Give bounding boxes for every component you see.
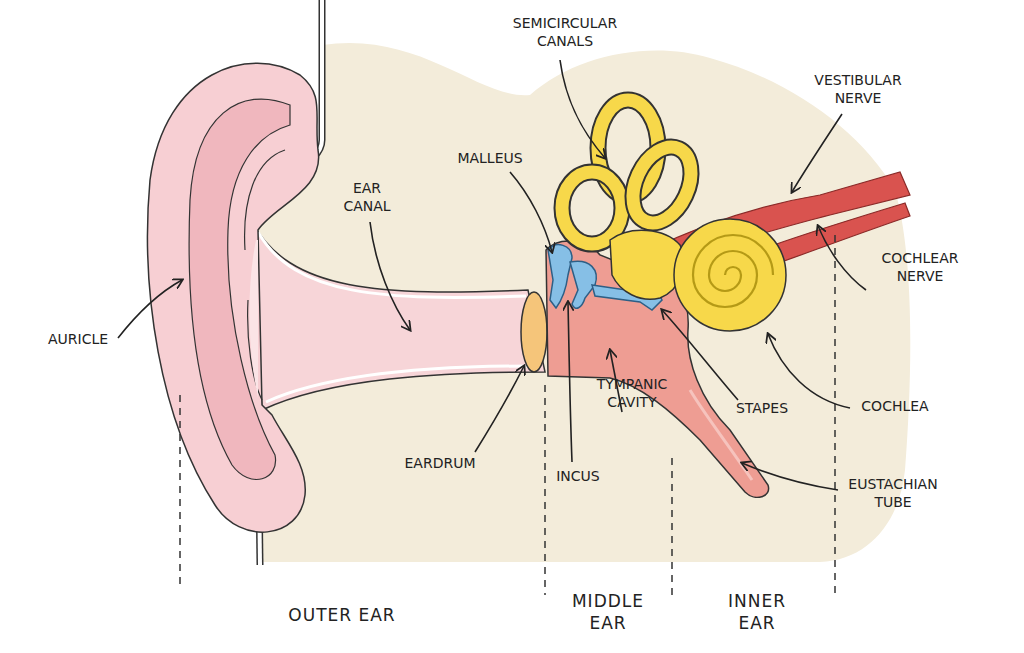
- cochlea-spiral: [693, 235, 773, 307]
- part-label: VESTIBULAR NERVE: [804, 72, 912, 107]
- part-label: MALLEUS: [457, 150, 522, 168]
- region-label: INNER EAR: [722, 590, 792, 634]
- part-label: COCHLEAR NERVE: [870, 250, 970, 285]
- auricle-concha: [249, 240, 258, 398]
- eardrum-shape: [521, 292, 547, 372]
- ear-canal-rim: [258, 232, 530, 402]
- semicircular-canals-shape: [562, 100, 702, 244]
- part-label: AURICLE: [48, 331, 108, 349]
- part-label: COCHLEA: [861, 398, 928, 416]
- ear-canal: [252, 222, 545, 410]
- part-label: EUSTACHIAN TUBE: [835, 476, 951, 511]
- part-label: INCUS: [556, 468, 600, 486]
- region-label: MIDDLE EAR: [567, 590, 649, 634]
- region-divider: [180, 235, 835, 595]
- part-label: EAR CANAL: [336, 180, 398, 215]
- leader-arrow: [118, 60, 866, 490]
- part-label: EARDRUM: [405, 455, 476, 473]
- auricle-shape: [148, 63, 319, 532]
- region-label: OUTER EAR: [288, 604, 395, 626]
- auricle-fold: [245, 150, 285, 400]
- cochlea-shape: [674, 219, 786, 331]
- part-label: TYMPANIC CAVITY: [583, 376, 681, 411]
- vestibule-shape: [610, 230, 684, 299]
- part-label: SEMICIRCULAR CANALS: [500, 15, 630, 50]
- auricle-helix: [189, 99, 290, 479]
- part-label: STAPES: [736, 400, 788, 418]
